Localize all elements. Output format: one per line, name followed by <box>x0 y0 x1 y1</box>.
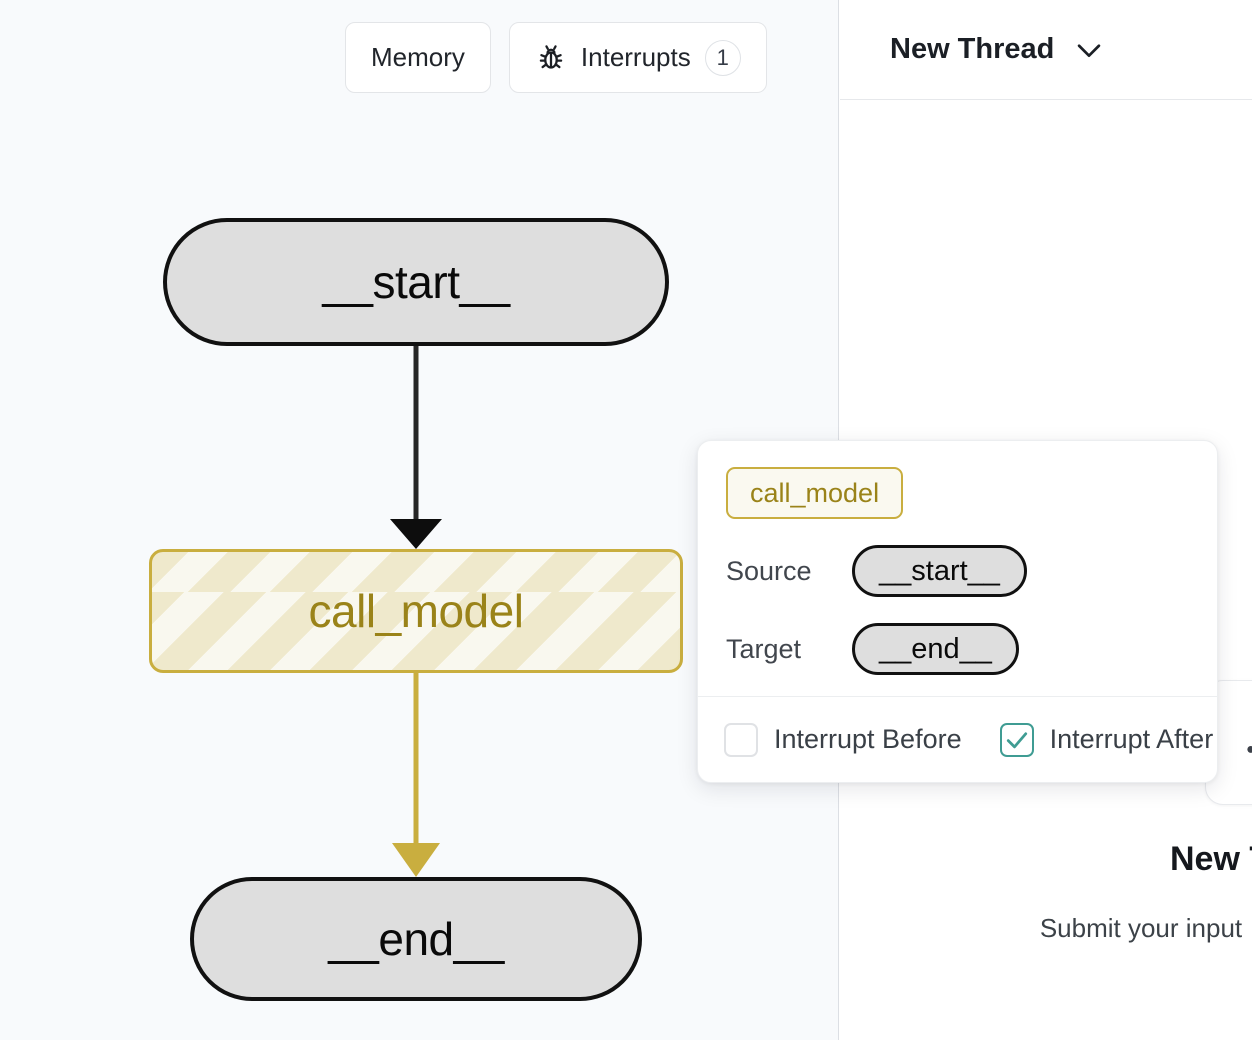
graph-node-end-label: __end__ <box>328 913 504 965</box>
thread-title: New Thread <box>890 33 1055 65</box>
empty-state-title: New T <box>1170 840 1252 878</box>
interrupt-before-group[interactable]: Interrupt Before <box>724 722 962 757</box>
thread-selector-button[interactable]: New Thread <box>890 33 1106 67</box>
graph-icon <box>1238 731 1252 765</box>
interrupts-button-label: Interrupts <box>580 42 691 72</box>
popup-target-value[interactable]: __end__ <box>852 623 1019 675</box>
thread-header: New Thread <box>840 0 1252 100</box>
graph-node-call-model-label: call_model <box>308 585 524 637</box>
edge-popup-footer: Interrupt Before Interrupt After <box>698 696 1217 782</box>
graph-toolbar: Memory Interrupts 1 <box>345 22 767 93</box>
chevron-down-icon <box>1054 33 1106 67</box>
interrupt-after-label: Interrupt After <box>1049 724 1214 754</box>
popup-target-label: Target <box>726 633 802 664</box>
bug-icon <box>535 42 567 74</box>
edge-popup-body: call_model Source __start__ Target __end… <box>698 441 1217 675</box>
graph-node-start[interactable]: __start__ <box>163 218 669 346</box>
memory-button-label: Memory <box>371 42 465 72</box>
interrupts-count-badge: 1 <box>704 39 741 76</box>
interrupt-after-checkbox[interactable] <box>999 722 1034 757</box>
interrupts-button[interactable]: Interrupts 1 <box>508 22 767 93</box>
thread-empty-state: New T Submit your input <box>840 840 1252 944</box>
popup-source-row: Source __start__ <box>726 545 1189 597</box>
popup-target-row: Target __end__ <box>726 623 1189 675</box>
graph-node-call-model[interactable]: call_model <box>149 549 683 673</box>
popup-source-label: Source <box>726 555 812 586</box>
popup-node-badge[interactable]: call_model <box>726 467 904 519</box>
interrupt-after-group[interactable]: Interrupt After <box>999 722 1214 757</box>
edge-detail-popup: call_model Source __start__ Target __end… <box>697 440 1218 783</box>
popup-source-value[interactable]: __start__ <box>852 545 1027 597</box>
interrupt-before-label: Interrupt Before <box>774 724 962 754</box>
memory-button[interactable]: Memory <box>345 22 491 93</box>
interrupt-before-checkbox[interactable] <box>724 722 758 757</box>
empty-state-subtitle: Submit your input <box>1039 913 1243 943</box>
graph-node-end[interactable]: __end__ <box>190 877 642 1001</box>
graph-node-start-label: __start__ <box>322 256 510 308</box>
